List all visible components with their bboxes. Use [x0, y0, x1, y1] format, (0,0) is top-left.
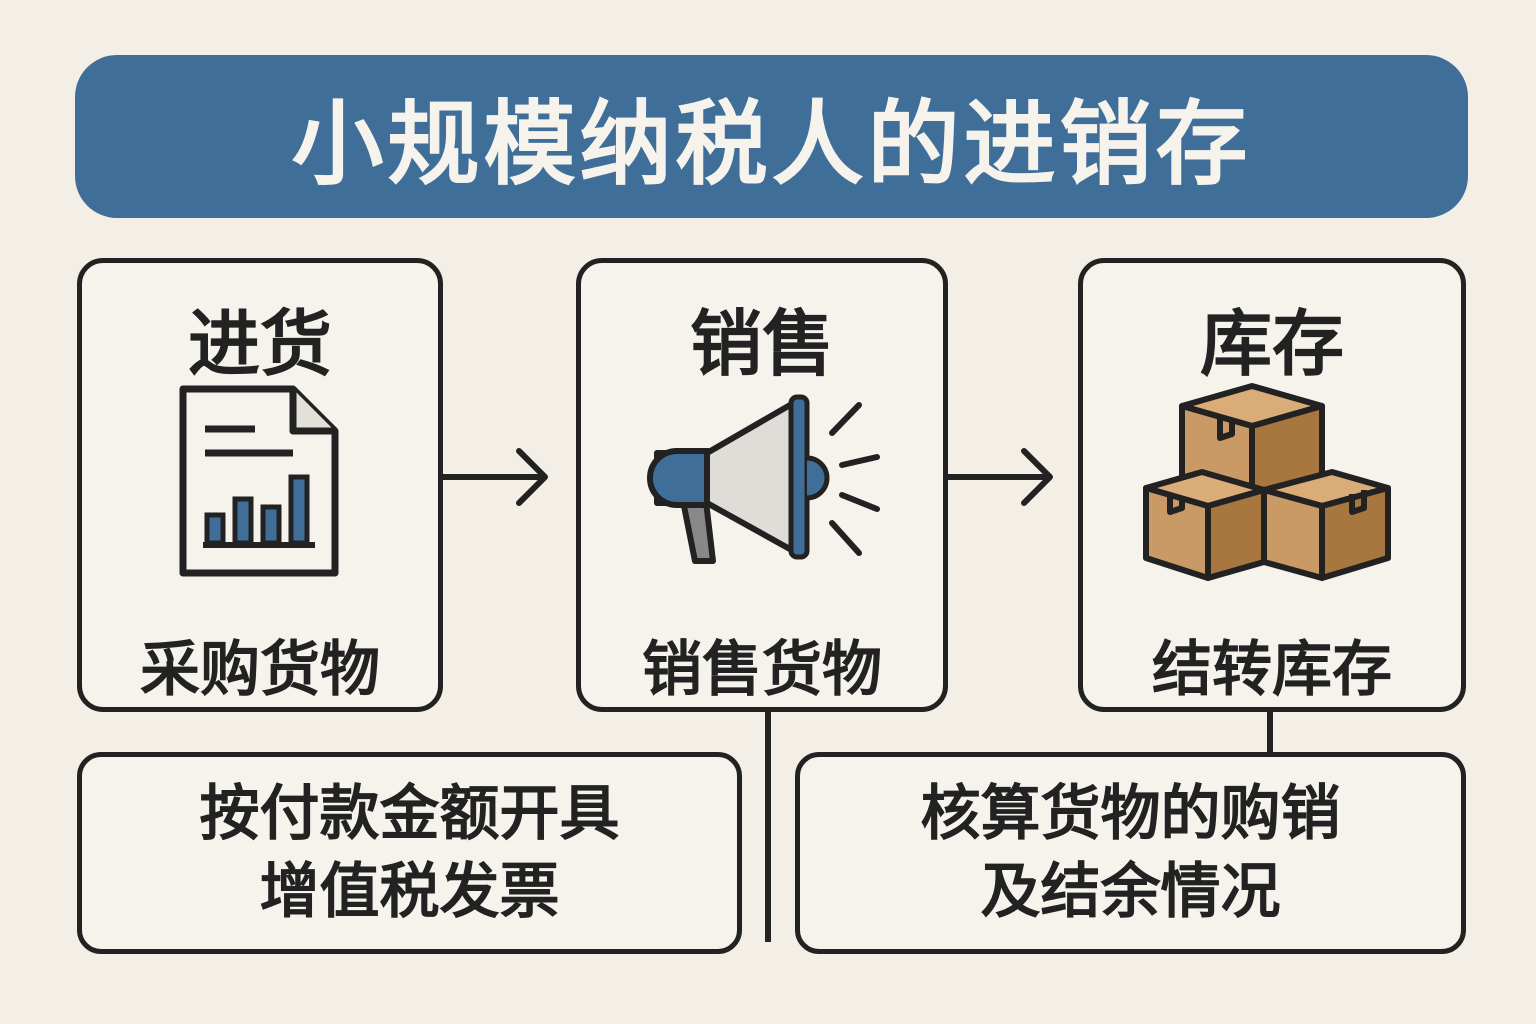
step-title: 库存	[1199, 302, 1344, 386]
document-chart-icon	[179, 385, 339, 577]
note-line: 核算货物的购销	[920, 779, 1341, 849]
step-label: 销售货物	[642, 635, 882, 705]
connector-line	[765, 710, 771, 942]
step-title: 销售	[689, 302, 834, 386]
boxes-icon	[1143, 383, 1391, 581]
note-line: 增值税发票	[259, 857, 560, 927]
note-line: 按付款金额开具	[199, 779, 620, 849]
step-inventory: 库存 结转库存	[1078, 258, 1466, 712]
step-label: 结转库存	[1152, 635, 1392, 705]
arrow-right-icon	[441, 448, 548, 506]
arrow-right-icon	[946, 448, 1053, 506]
note-line: 及结余情况	[980, 857, 1281, 927]
step-purchase: 进货 采购货物	[77, 258, 443, 712]
title-banner: 小规模纳税人的进销存	[75, 55, 1468, 218]
step-title: 进货	[187, 302, 332, 386]
step-sales: 销售 销售货物	[576, 258, 948, 712]
megaphone-icon	[647, 394, 880, 564]
page-title: 小规模纳税人的进销存	[291, 91, 1252, 198]
connector-line	[1267, 710, 1273, 754]
step-label: 采购货物	[140, 635, 380, 705]
note-invoice: 按付款金额开具 增值税发票	[77, 752, 742, 954]
note-accounting: 核算货物的购销 及结余情况	[795, 752, 1466, 954]
